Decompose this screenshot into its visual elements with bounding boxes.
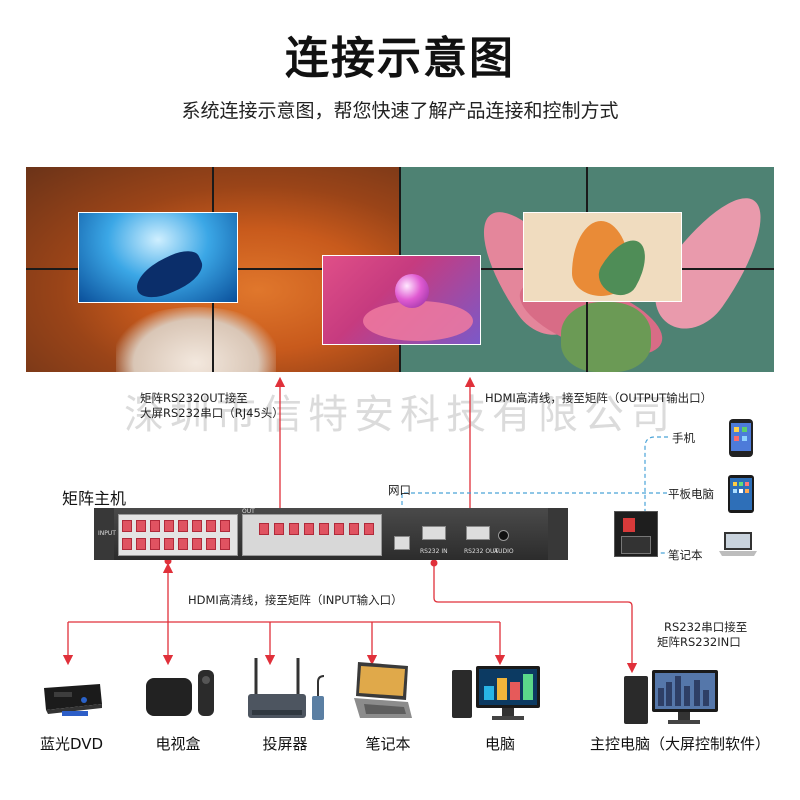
page-subtitle: 系统连接示意图，帮您快速了解产品连接和控制方式 bbox=[181, 100, 619, 122]
arrow-rs232-in bbox=[433, 566, 638, 674]
plant-pot bbox=[561, 302, 651, 372]
rs232-out-port[interactable] bbox=[466, 526, 490, 540]
hdmi-port[interactable] bbox=[192, 520, 202, 532]
hdmi-port[interactable] bbox=[364, 523, 374, 535]
fox-fur-highlight bbox=[116, 307, 276, 372]
hdmi-port[interactable] bbox=[122, 520, 132, 532]
phone-icon bbox=[729, 419, 753, 457]
laptop-icon bbox=[719, 532, 757, 556]
hdmi-port[interactable] bbox=[122, 538, 132, 550]
watermark: 深圳市信特安科技有限公司 bbox=[124, 392, 676, 438]
hdmi-output-note: HDMI高清线，接至矩阵（OUTPUT输出口） bbox=[485, 391, 713, 405]
source-label: 投屏器 bbox=[262, 735, 308, 753]
hdmi-port[interactable] bbox=[334, 523, 344, 535]
rs232-in-note-1: RS232串口接至 bbox=[664, 620, 748, 634]
output-port-block bbox=[242, 514, 382, 556]
hdmi-port[interactable] bbox=[259, 523, 269, 535]
video-wall bbox=[26, 167, 774, 372]
source-label: 电视盒 bbox=[155, 735, 201, 753]
rs232-in-tag: RS232 IN bbox=[420, 548, 448, 555]
hdmi-port[interactable] bbox=[206, 538, 216, 550]
rack-ear bbox=[548, 508, 568, 560]
hdmi-port[interactable] bbox=[220, 538, 230, 550]
master-pc-icon bbox=[624, 670, 718, 724]
audio-port[interactable] bbox=[498, 530, 509, 541]
hdmi-port[interactable] bbox=[274, 523, 284, 535]
ethernet-port[interactable] bbox=[394, 536, 410, 550]
hdmi-port[interactable] bbox=[136, 538, 146, 550]
input-port-block bbox=[118, 514, 238, 556]
laptop-icon bbox=[354, 662, 412, 718]
hdmi-port[interactable] bbox=[206, 520, 216, 532]
control-device-label: 笔记本 bbox=[668, 548, 703, 562]
matrix-label: 矩阵主机 bbox=[62, 489, 127, 508]
hdmi-port[interactable] bbox=[136, 520, 146, 532]
control-device-label: 手机 bbox=[672, 431, 695, 445]
tv-box-icon bbox=[146, 670, 214, 716]
hdmi-port[interactable] bbox=[192, 538, 202, 550]
hdmi-port[interactable] bbox=[319, 523, 329, 535]
master-pc-label: 主控电脑（大屏控制软件） bbox=[590, 735, 771, 753]
rs232-in-port[interactable] bbox=[422, 526, 446, 540]
power-socket bbox=[614, 511, 658, 557]
hdmi-port[interactable] bbox=[304, 523, 314, 535]
source-label: 蓝光DVD bbox=[40, 735, 104, 753]
wireless-control-line bbox=[644, 436, 668, 554]
hdmi-port[interactable] bbox=[349, 523, 359, 535]
matrix-device: INPUT OUT RS232 IN RS232 OUT AUDIO bbox=[94, 508, 658, 560]
hdmi-port[interactable] bbox=[164, 520, 174, 532]
tablet-icon bbox=[728, 475, 754, 513]
hdmi-port[interactable] bbox=[150, 538, 160, 550]
hdmi-input-note: HDMI高清线，接至矩阵（INPUT输入口） bbox=[188, 593, 403, 607]
output-tag: OUT bbox=[242, 508, 255, 515]
hdmi-port[interactable] bbox=[178, 520, 188, 532]
power-switch[interactable] bbox=[623, 518, 635, 532]
rs232-out-note-2: 大屏RS232串口（RJ45头） bbox=[140, 406, 284, 420]
hdmi-port[interactable] bbox=[164, 538, 174, 550]
connection-dot bbox=[430, 559, 438, 567]
screen-caster-icon bbox=[248, 658, 325, 720]
window-water-drop bbox=[322, 255, 481, 345]
window-leaf-art bbox=[523, 212, 682, 303]
source-label: 笔记本 bbox=[365, 735, 411, 753]
rack-ear bbox=[94, 508, 114, 560]
hdmi-port[interactable] bbox=[178, 538, 188, 550]
window-whale bbox=[78, 212, 238, 306]
page-title: 连接示意图 bbox=[285, 33, 515, 84]
input-tag: INPUT bbox=[98, 530, 116, 537]
power-plug-icon bbox=[621, 536, 651, 554]
water-drop-shape bbox=[395, 274, 429, 308]
control-device-label: 平板电脑 bbox=[668, 487, 714, 501]
hdmi-port[interactable] bbox=[150, 520, 160, 532]
network-note: 网口 bbox=[388, 483, 411, 497]
rs232-in-note-2: 矩阵RS232IN口 bbox=[657, 635, 741, 649]
audio-tag: AUDIO bbox=[494, 548, 514, 555]
hdmi-port[interactable] bbox=[289, 523, 299, 535]
rs232-out-note-1: 矩阵RS232OUT接至 bbox=[140, 391, 248, 405]
rs232-out-tag: RS232 OUT bbox=[464, 548, 499, 555]
hdmi-port[interactable] bbox=[220, 520, 230, 532]
source-label: 电脑 bbox=[484, 735, 515, 753]
desktop-pc-icon bbox=[452, 666, 540, 720]
petal-shape bbox=[363, 301, 473, 341]
bluray-player-icon bbox=[44, 684, 102, 716]
